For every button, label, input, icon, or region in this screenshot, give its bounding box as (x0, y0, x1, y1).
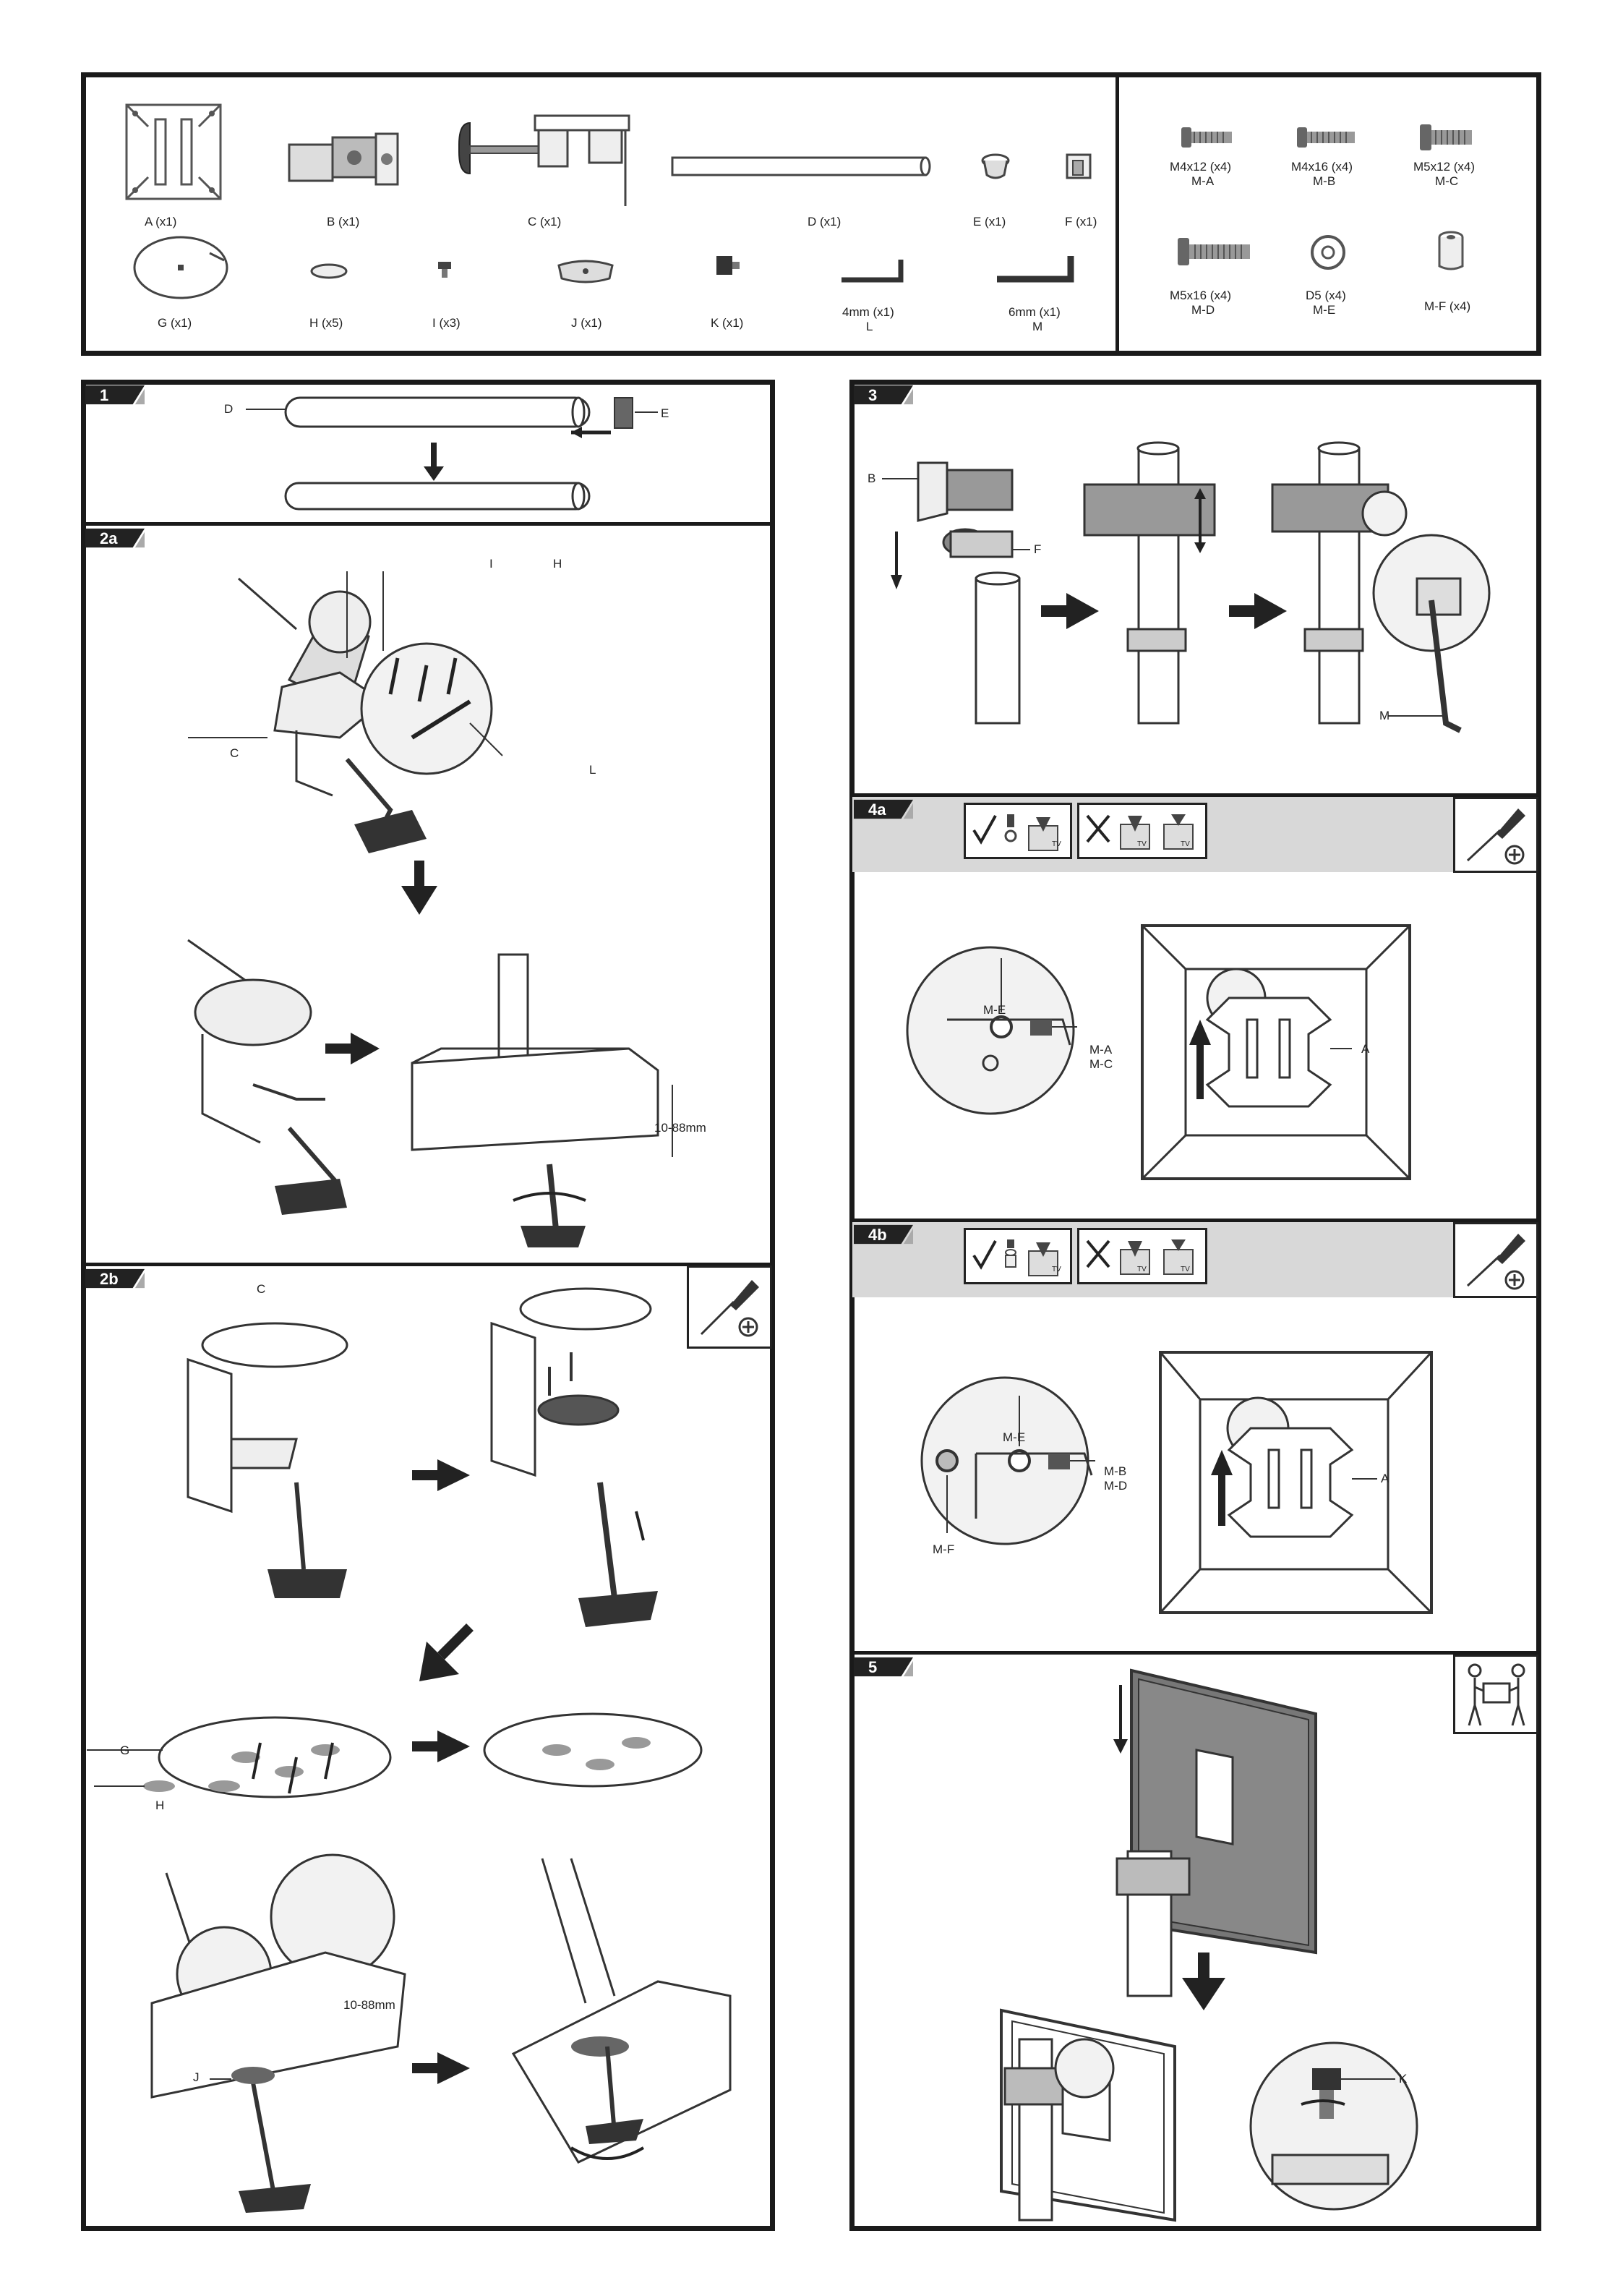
screw-ma-code: M-A (1191, 175, 1214, 189)
part-i-label: I (x3) (432, 317, 461, 330)
part-k-label: K (x1) (711, 317, 743, 330)
divider-2a-2b (84, 1263, 772, 1266)
screw-ma-size: M4x12 (x4) (1170, 161, 1231, 174)
screw-md-size: M5x16 (x4) (1170, 289, 1231, 303)
screw-mc-size: M5x12 (x4) (1413, 161, 1475, 174)
callout-f: F (1034, 542, 1041, 557)
part-g-disk-icon (130, 231, 231, 304)
part-m-letter-label: M (1032, 320, 1042, 334)
step-4b-label: 4b (868, 1226, 887, 1245)
part-j-label: J (x1) (571, 317, 602, 330)
callout-k: K (1399, 2072, 1407, 2086)
part-a-vesa-plate-icon (119, 98, 228, 206)
step-1-pole-cap-drawing (217, 391, 665, 513)
callout-thickness-2b: 10-88mm (343, 1998, 395, 2013)
step-5-label: 5 (868, 1658, 877, 1677)
part-a-label: A (x1) (145, 215, 176, 229)
step-4a-label: 4a (868, 801, 886, 819)
parts-divider (1115, 75, 1119, 353)
callout-mf-4b: M-F (933, 1542, 954, 1557)
callout-h: H (553, 557, 562, 571)
callout-md-4b: M-D (1104, 1479, 1127, 1493)
callout-d: D (224, 402, 233, 417)
correct-check-icon-4b (971, 1235, 1065, 1279)
divider-1-2a (84, 522, 772, 526)
callout-thickness-2a: 10-88mm (654, 1121, 706, 1135)
step-1-label: 1 (100, 386, 108, 405)
tv-label-4b-ok: TV (1052, 1266, 1061, 1273)
tv-label-4a-ok: TV (1052, 840, 1061, 848)
step-4b-vesa-mount-drawing (911, 1345, 1475, 1634)
part-m-hex-key-icon (994, 253, 1081, 289)
step-3-bracket-pole-drawing (868, 448, 1518, 788)
correct-check-icon-4a (971, 810, 1065, 853)
tv-label-4a-bad2: TV (1181, 840, 1190, 848)
callout-m: M (1379, 709, 1389, 723)
screw-mb-size: M4x16 (x4) (1291, 161, 1353, 174)
part-f-collar-icon (1063, 150, 1095, 182)
callout-ma-4a: M-A (1089, 1043, 1112, 1057)
washer-me-code: M-E (1313, 304, 1335, 317)
callout-e: E (661, 406, 669, 421)
divider-4b-5 (852, 1651, 1538, 1655)
part-f-label: F (x1) (1065, 215, 1097, 229)
screw-mc-icon (1417, 121, 1482, 153)
step-4a-vesa-mount-drawing (904, 918, 1468, 1200)
part-h-pad-icon (307, 260, 351, 282)
callout-c-2a: C (230, 746, 239, 761)
tv-label-4b-bad2: TV (1181, 1266, 1190, 1273)
step-3-label: 3 (868, 386, 877, 405)
step-2a-clamp-assembly-drawing (108, 550, 759, 1258)
screw-mb-code: M-B (1313, 175, 1335, 189)
tv-label-4a-bad1: TV (1137, 840, 1147, 848)
step-5-monitor-mount-drawing (983, 1663, 1446, 2220)
callout-l: L (589, 763, 596, 777)
callout-a-4a: A (1361, 1042, 1369, 1057)
part-d-label: D (x1) (808, 215, 841, 229)
callout-me-4b: M-E (1003, 1430, 1025, 1445)
part-m-size-label: 6mm (x1) (1009, 306, 1061, 320)
part-c-desk-clamp-icon (452, 108, 640, 210)
screw-mb-icon (1294, 123, 1359, 152)
callout-c-2b: C (257, 1282, 265, 1297)
washer-me-icon (1309, 233, 1348, 272)
part-l-hex-key-icon (839, 257, 911, 289)
two-person-lift-icon (1460, 1662, 1533, 1728)
screwdriver-icon-4b (1460, 1228, 1533, 1293)
step-2b-clamp-disassembly-drawing (108, 1280, 759, 2220)
screw-mc-code: M-C (1435, 175, 1458, 189)
part-b-label: B (x1) (327, 215, 359, 229)
callout-j: J (193, 2070, 200, 2085)
callout-mc-4a: M-C (1089, 1057, 1113, 1072)
part-k-knob-icon (712, 253, 741, 285)
screw-md-code: M-D (1191, 304, 1215, 317)
part-d-pole-icon (669, 152, 936, 181)
step-2a-label: 2a (100, 529, 117, 548)
screw-md-icon (1175, 235, 1254, 268)
screw-ma-icon (1178, 123, 1236, 152)
callout-i: I (489, 557, 493, 571)
part-l-size-label: 4mm (x1) (842, 306, 894, 320)
callout-h-2b: H (155, 1798, 164, 1813)
part-b-bracket-icon (282, 130, 405, 195)
part-l-letter-label: L (866, 320, 873, 334)
callout-mb-4b: M-B (1104, 1464, 1126, 1479)
tv-label-4b-bad1: TV (1137, 1266, 1147, 1273)
callout-g: G (120, 1744, 129, 1758)
spacer-mf-icon (1435, 230, 1467, 273)
part-g-label: G (x1) (158, 317, 192, 330)
screwdriver-icon-4a (1460, 803, 1533, 868)
part-c-label: C (x1) (528, 215, 561, 229)
part-h-label: H (x5) (309, 317, 343, 330)
part-e-end-cap-icon (980, 150, 1011, 182)
part-e-label: E (x1) (973, 215, 1006, 229)
part-j-plate-icon (553, 257, 618, 286)
part-i-screw-icon (434, 259, 455, 281)
washer-me-size: D5 (x4) (1306, 289, 1346, 303)
callout-a-4b: A (1381, 1472, 1389, 1486)
spacer-mf-label: M-F (x4) (1424, 300, 1470, 314)
callout-b: B (868, 471, 875, 486)
callout-me-4a: M-E (983, 1003, 1006, 1017)
